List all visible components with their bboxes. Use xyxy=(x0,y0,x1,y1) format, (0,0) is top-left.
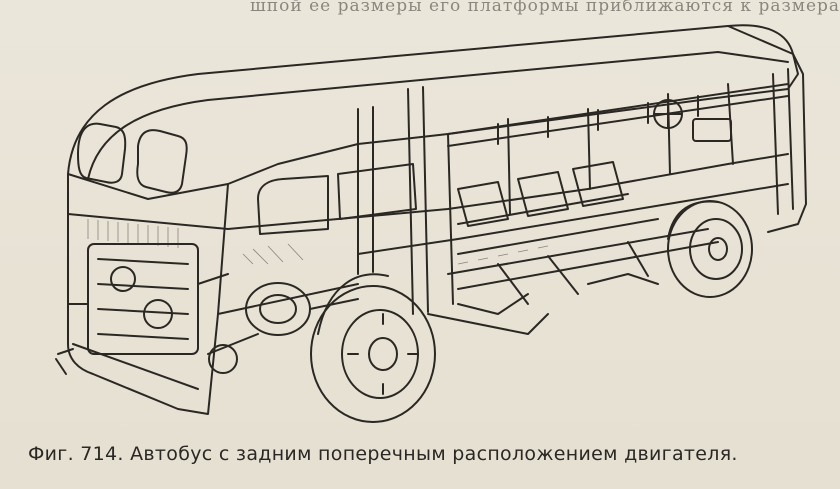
engine-icon xyxy=(67,243,229,355)
rear-body xyxy=(67,173,229,415)
bleed-through-text: шпой ее размеры его платформы приближают… xyxy=(250,0,840,16)
front-body xyxy=(727,25,807,233)
figure-caption: Фиг. 714. Автобус с задним поперечным ра… xyxy=(28,443,738,465)
rear-window-right xyxy=(136,129,188,194)
side-body xyxy=(227,153,789,230)
roof-outline xyxy=(67,24,799,200)
front-wheel-icon xyxy=(667,200,753,298)
door-pillar xyxy=(357,86,454,315)
side-window-2 xyxy=(337,163,417,220)
side-window-1 xyxy=(257,175,329,235)
rear-window-left xyxy=(77,122,127,184)
bus-cutaway-illustration xyxy=(55,24,807,423)
rear-wheel-icon xyxy=(310,273,436,423)
interior-seats xyxy=(457,161,624,227)
gearbox-icon xyxy=(207,282,359,374)
chassis-frame xyxy=(447,228,719,305)
